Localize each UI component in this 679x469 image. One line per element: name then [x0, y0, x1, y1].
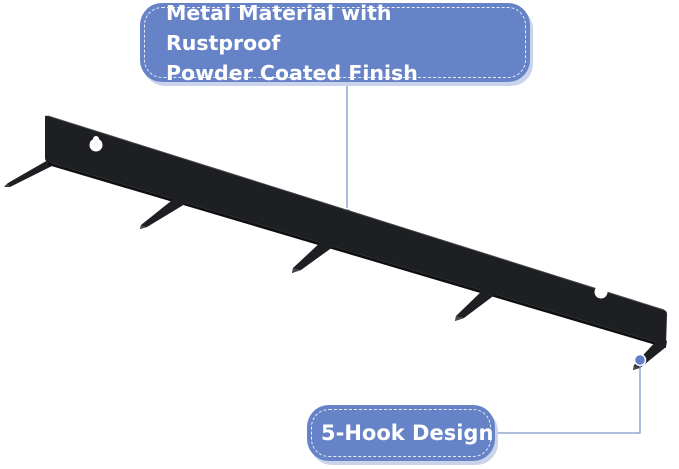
material-callout-line-2: Powder Coated Finish — [166, 60, 418, 85]
hook-3 — [455, 287, 500, 321]
keyhole-left — [89, 136, 103, 152]
hook-1 — [140, 197, 190, 229]
end-hook-left — [4, 160, 54, 187]
material-callout-bg — [140, 3, 530, 82]
hooks-callout-bg — [307, 405, 495, 461]
material-callout: Metal Material with Rustproof Powder Coa… — [140, 0, 530, 85]
hooks-callout: 5-Hook Design — [307, 405, 495, 461]
hooks-marker-dot — [633, 353, 647, 367]
rack-plate — [45, 115, 667, 346]
material-callout-line-1: Metal Material with Rustproof — [166, 0, 392, 55]
hooks-callout-line-1: 5-Hook Design — [321, 421, 494, 445]
hooks-leader — [495, 353, 647, 434]
material-leader — [340, 82, 354, 221]
hook-2 — [292, 240, 337, 273]
hook-rack — [4, 115, 667, 370]
keyhole-right — [594, 283, 608, 299]
